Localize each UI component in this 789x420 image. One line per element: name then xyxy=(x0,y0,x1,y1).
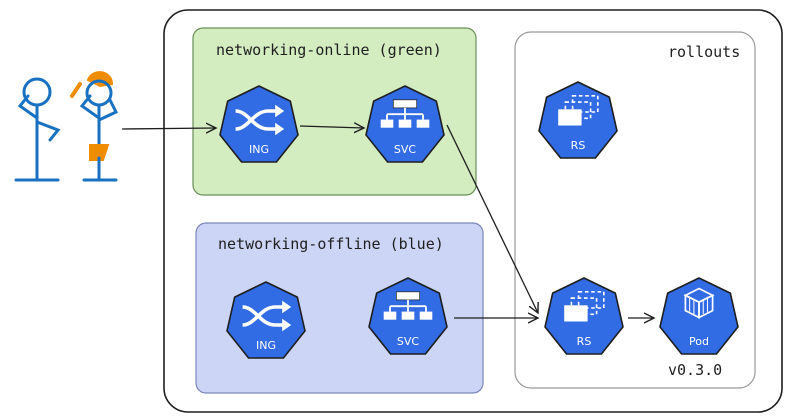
node-label: RS xyxy=(571,139,586,152)
node-ing-online: ING xyxy=(219,85,299,163)
rollouts-label: rollouts xyxy=(668,43,740,61)
users-icon xyxy=(14,71,119,182)
node-label: Pod xyxy=(689,335,709,348)
cluster-frame xyxy=(163,9,783,413)
node-label: ING xyxy=(256,339,276,352)
node-label: SVC xyxy=(397,335,420,348)
node-rs-bottom: RS xyxy=(544,277,624,355)
edge-users-to-ing-online xyxy=(121,128,216,129)
group-offline-label: networking-offline (blue) xyxy=(218,235,444,253)
node-pod: Pod xyxy=(659,277,739,355)
group-rollouts: rollouts v0.3.0 xyxy=(514,31,756,389)
edge-ing-online-to-svc-online xyxy=(299,126,364,128)
node-svc-offline: SVC xyxy=(368,277,448,355)
edge-svc-online-to-rs-bottom xyxy=(446,124,538,313)
node-label: ING xyxy=(249,143,269,156)
node-rs-top: RS xyxy=(538,81,618,159)
node-label: RS xyxy=(577,335,592,348)
rollouts-version: v0.3.0 xyxy=(668,361,722,379)
group-online-label: networking-online (green) xyxy=(216,41,442,59)
connectors xyxy=(121,124,654,318)
node-ing-offline: ING xyxy=(226,281,306,359)
node-label: SVC xyxy=(394,143,417,156)
node-svc-online: SVC xyxy=(365,85,445,163)
